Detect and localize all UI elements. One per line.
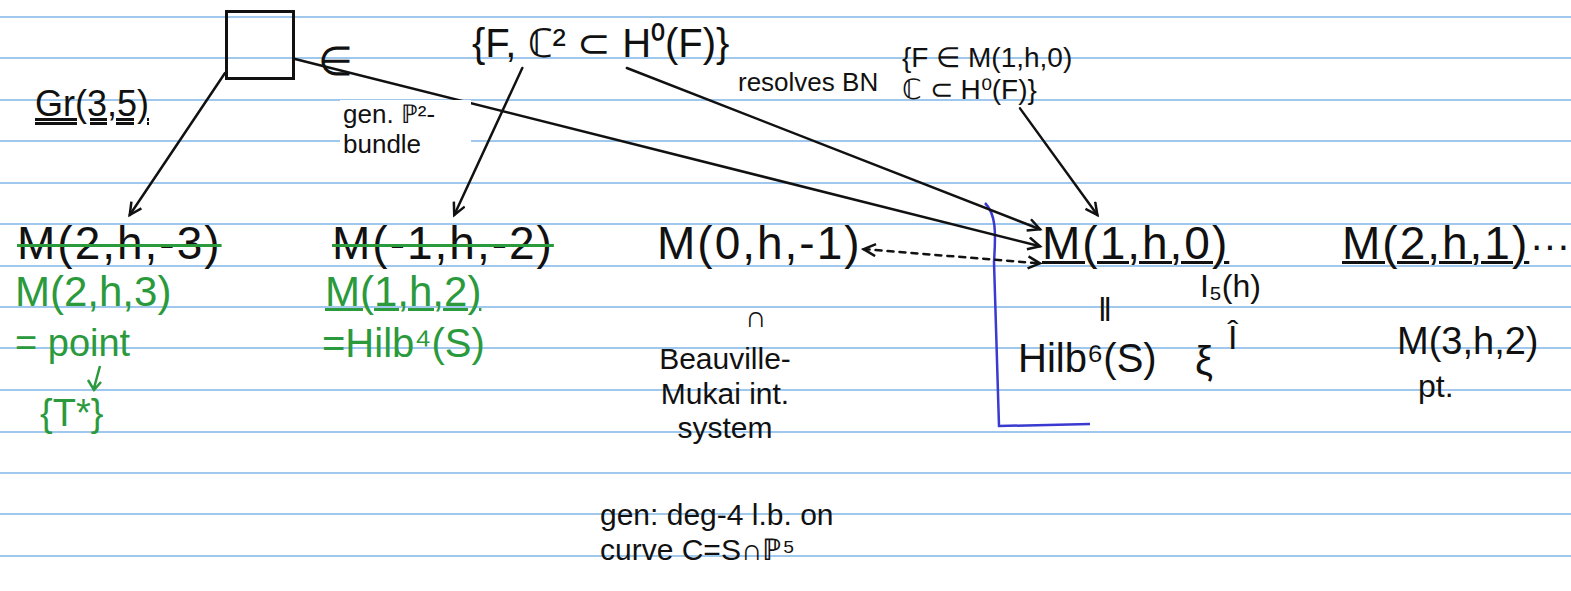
note-text: ··· (1530, 222, 1570, 268)
space-label: M(0,h,-1) (655, 215, 864, 272)
moduli-space: M(2,h,1) (1340, 215, 1531, 272)
note-text: ξ (1195, 338, 1213, 384)
note-text: I₅(h) (1200, 268, 1261, 305)
moduli-space: M(1,h,0) (1040, 215, 1231, 272)
moduli-space: {F ∈ M(1,h,0) ℂ ⊂ H⁰(F)} (900, 40, 1100, 108)
moduli-space: M(2,h,-3) (15, 215, 224, 272)
ruled-line (0, 472, 1571, 474)
space-label: M(3,h,2) (1395, 318, 1540, 366)
note-text: ‖ (1098, 290, 1112, 329)
note-text: M(2,h,3) (15, 268, 171, 316)
moduli-space: {F, ℂ² ⊂ H⁰(F)} (470, 18, 731, 68)
arrow (1020, 108, 1097, 215)
ruled-lines (0, 17, 1571, 556)
ruled-line (0, 140, 1571, 142)
note-text: Beauville- Mukai int. system (640, 342, 810, 446)
moduli-space: M(-1,h,-2) (330, 215, 556, 272)
arrow (864, 249, 1040, 263)
ruled-line (0, 16, 1571, 18)
ruled-line (0, 306, 1571, 308)
space-label: M(2,h,1) (1340, 215, 1531, 272)
space-label: M(2,h,-3) (15, 215, 224, 272)
note-text: gen: deg-4 l.b. on curve C=S∩ℙ⁵ (600, 498, 860, 567)
placeholder-box: Gr(3,5) (225, 10, 295, 80)
space-label: {F, ℂ² ⊂ H⁰(F)} (470, 18, 731, 68)
moduli-space: M(3,h,2) (1395, 318, 1540, 366)
note-text: =Hilb⁴(S) (322, 320, 485, 366)
space-label: M(-1,h,-2) (330, 215, 556, 272)
arrow-label: resolves BN (735, 68, 881, 98)
ruled-line (0, 99, 1571, 101)
note-text: ∈ (318, 38, 353, 84)
ruled-line (0, 57, 1571, 59)
note-text: = point (15, 322, 130, 366)
note-text: Î (1228, 318, 1237, 357)
note-text: ∩ (745, 300, 767, 335)
ruled-line (0, 431, 1571, 433)
note-text: pt. (1418, 368, 1454, 405)
note-text: M(1,h,2) (325, 268, 481, 316)
space-label: {F ∈ M(1,h,0) ℂ ⊂ H⁰(F)} (900, 40, 1100, 108)
moduli-space: M(0,h,-1) (655, 215, 864, 272)
arrow-label: gen. ℙ²-bundle (340, 100, 471, 160)
note-text: {T*} (40, 392, 103, 436)
box-name: Gr(3,5) (33, 81, 151, 126)
green-arrow (88, 366, 101, 390)
space-label: M(1,h,0) (1040, 215, 1231, 272)
note-text: Hilb⁶(S) (1018, 335, 1157, 381)
